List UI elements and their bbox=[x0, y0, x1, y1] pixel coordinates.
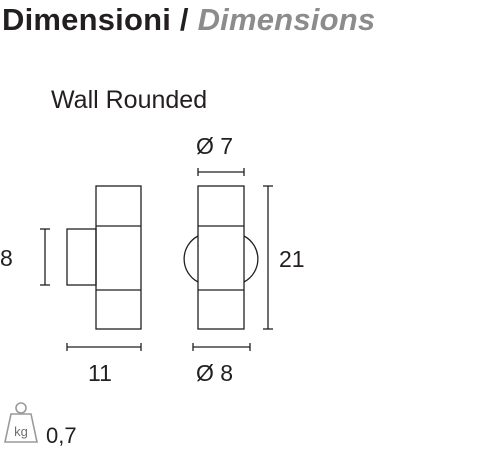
front-top-diameter-label: Ø 7 bbox=[196, 133, 234, 159]
front-height-label: 21 bbox=[279, 246, 305, 272]
front-mount-left bbox=[183, 235, 199, 283]
title-separator: / bbox=[179, 2, 189, 37]
weight-body bbox=[4, 413, 38, 443]
page-title: Dimensioni / Dimensions bbox=[2, 0, 375, 40]
side-view bbox=[40, 185, 142, 351]
side-height-label: 8 bbox=[0, 245, 13, 271]
kg-weight-icon: kg bbox=[4, 402, 38, 443]
product-name: Wall Rounded bbox=[51, 86, 208, 114]
weight-unit-label: kg bbox=[14, 424, 28, 439]
title-english: Dimensions bbox=[197, 2, 376, 37]
front-view bbox=[183, 168, 273, 351]
weight-ring bbox=[15, 402, 27, 414]
side-depth-label: 11 bbox=[88, 360, 112, 386]
front-bottom-diameter-label: Ø 8 bbox=[196, 360, 234, 386]
title-italian: Dimensioni bbox=[2, 2, 172, 37]
side-wall-bracket bbox=[66, 228, 97, 286]
weight-value: 0,7 bbox=[46, 423, 77, 448]
side-body bbox=[95, 185, 142, 330]
front-body bbox=[197, 185, 245, 330]
front-mount-right bbox=[243, 235, 259, 283]
